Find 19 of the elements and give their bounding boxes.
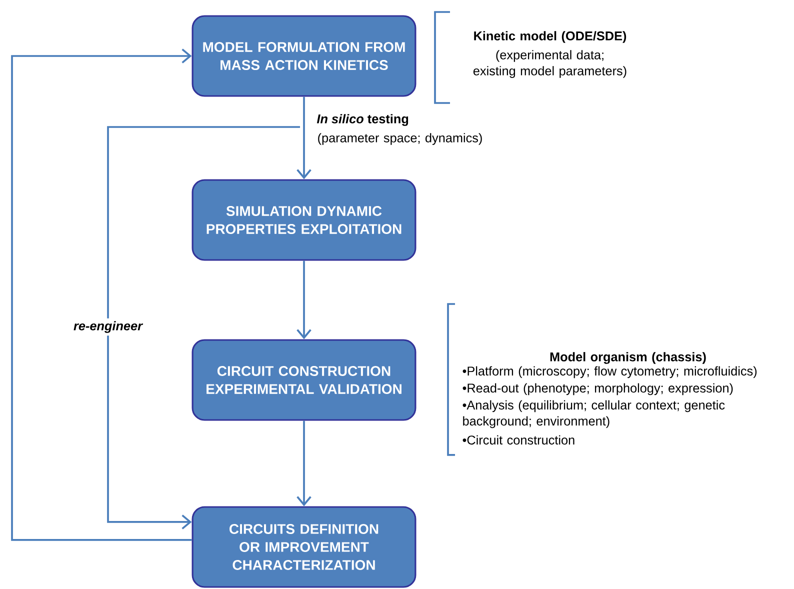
- process-box: CIRCUITS DEFINITION OR IMPROVEMENT CHARACTERIZATION: [192, 506, 416, 588]
- heading: Model organism (chassis): [550, 352, 706, 364]
- arrow: [11, 48, 192, 541]
- annotation-text: (parameter space; dynamics): [318, 133, 482, 145]
- arrow: [107, 126, 300, 530]
- edge-label: In silico testing: [316, 114, 408, 126]
- process-box: MODEL FORMULATION FROM MASS ACTION KINETICS: [192, 15, 416, 97]
- arrow: [296, 420, 312, 506]
- edge-label: re-engineer: [70, 318, 146, 336]
- bullet-item: •Analysis (equilibrium; cellular context; genetic background; environment): [462, 400, 725, 428]
- process-box: SIMULATION DYNAMIC PROPERTIES EXPLOITATION: [192, 179, 416, 261]
- bullet-item: •Circuit construction: [462, 435, 574, 445]
- bullet-item: •Platform (microscopy; flow cytometry; microfluidics): [462, 366, 757, 378]
- process-box: CIRCUIT CONSTRUCTION EXPERIMENTAL VALIDATION: [192, 339, 416, 421]
- annotation-text: (experimental data; existing model parameters): [473, 50, 626, 78]
- bullet-item: •Read-out (phenotype; morphology; expression): [462, 383, 733, 396]
- arrow: [296, 260, 312, 340]
- heading: Kinetic model (ODE/SDE): [474, 31, 626, 43]
- arrow: [296, 96, 312, 180]
